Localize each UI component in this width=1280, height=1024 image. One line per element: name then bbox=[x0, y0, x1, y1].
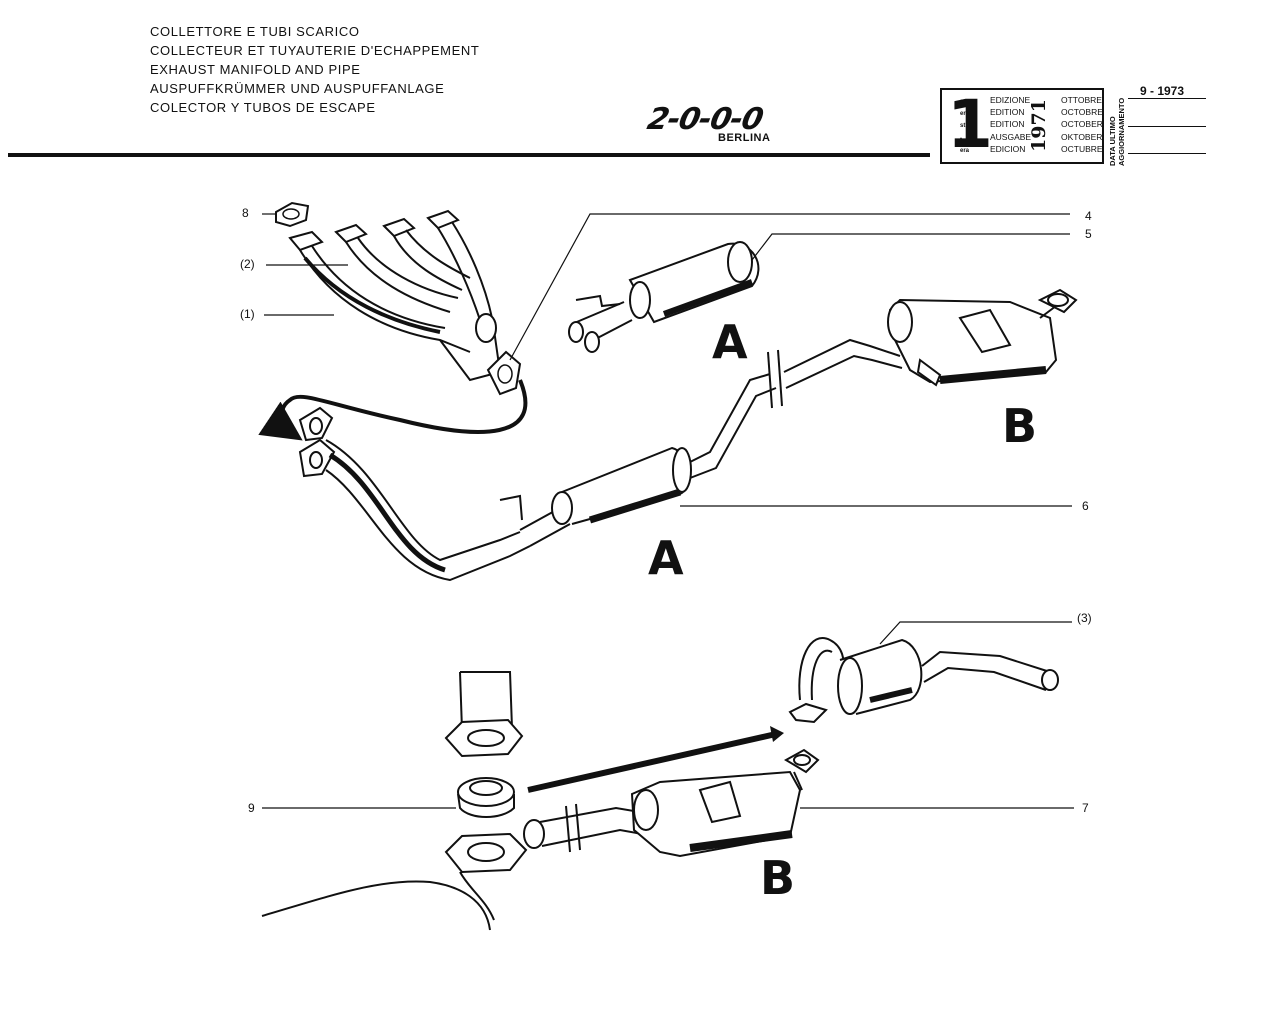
edition-label: AUSGABE bbox=[990, 131, 1032, 142]
intermediate-muffler-part-5 bbox=[568, 241, 760, 353]
callout-4: 4 bbox=[1085, 209, 1092, 223]
title-italian: COLLETTORE E TUBI SCARICO bbox=[150, 24, 360, 39]
alternative-arrow bbox=[527, 731, 777, 793]
edition-month: OCTOBER bbox=[1061, 119, 1103, 130]
title-german: AUSPUFFKRÜMMER UND AUSPUFFANLAGE bbox=[150, 81, 445, 96]
update-line bbox=[1128, 98, 1206, 99]
assembly-arrow bbox=[258, 379, 528, 441]
update-line bbox=[1128, 126, 1206, 127]
section-label-a-middle: A bbox=[648, 531, 684, 585]
leader-5 bbox=[751, 233, 1070, 261]
edition-month: OKTOBER bbox=[1061, 131, 1103, 142]
update-line bbox=[1128, 153, 1206, 154]
edition-months: OTTOBRE OCTOBRE OCTOBER OKTOBER OCTUBRE bbox=[1061, 94, 1103, 155]
edition-superscripts: a ere st - era bbox=[960, 96, 969, 157]
edition-labels: EDIZIONE EDITION EDITION AUSGABE EDICION bbox=[990, 94, 1031, 155]
edition-label: EDIZIONE bbox=[990, 95, 1031, 105]
tail-pipe-part-3 bbox=[788, 637, 1059, 724]
gasket-part-8 bbox=[275, 201, 310, 228]
callout-7: 7 bbox=[1082, 801, 1089, 815]
callout-8: 8 bbox=[242, 206, 249, 220]
update-date: 9 - 1973 bbox=[1140, 84, 1185, 98]
edition-month: OCTOBRE bbox=[1061, 107, 1103, 118]
edition-month: OTTOBRE bbox=[1061, 95, 1102, 105]
front-pipe-and-muffler-part bbox=[298, 338, 903, 582]
section-label-b-bottom: B bbox=[760, 851, 795, 905]
rear-muffler-part bbox=[887, 288, 1078, 387]
title-french: COLLECTEUR ET TUYAUTERIE D'ECHAPPEMENT bbox=[150, 43, 480, 58]
callout-1: (1) bbox=[240, 307, 255, 321]
edition-label: EDICION bbox=[990, 143, 1026, 154]
section-label-b-top: B bbox=[1002, 399, 1037, 453]
edition-sup: st bbox=[960, 123, 966, 130]
title-spanish: COLECTOR Y TUBOS DE ESCAPE bbox=[150, 100, 376, 115]
edition-number: 1 bbox=[947, 86, 993, 163]
rear-muffler-part-7 bbox=[523, 748, 820, 858]
callout-2: (2) bbox=[240, 257, 255, 271]
callout-5: 5 bbox=[1085, 227, 1092, 241]
edition-month: OCTUBRE bbox=[1061, 143, 1103, 154]
edition-sup: era bbox=[960, 147, 970, 154]
callout-3: (3) bbox=[1077, 611, 1092, 625]
model-subtitle: BERLINA bbox=[718, 132, 771, 144]
callout-6: 6 bbox=[1082, 499, 1089, 513]
rubber-mount-part-9 bbox=[261, 671, 528, 931]
edition-sup: ere bbox=[960, 111, 970, 118]
callout-9: 9 bbox=[248, 801, 255, 815]
edition-box: 1 a ere st - era EDIZIONE EDITION EDITIO… bbox=[940, 86, 1104, 164]
title-english: EXHAUST MANIFOLD AND PIPE bbox=[150, 62, 361, 77]
callout-leaders bbox=[262, 213, 1074, 809]
header-divider bbox=[8, 153, 930, 157]
edition-label: EDITION bbox=[990, 107, 1025, 118]
title-block: COLLETTORE E TUBI SCARICO COLLECTEUR ET … bbox=[150, 22, 479, 117]
edition-sup: - bbox=[960, 135, 962, 142]
section-label-a-top: A bbox=[712, 315, 748, 369]
edition-sup: a bbox=[960, 99, 964, 105]
edition-label: EDITION bbox=[990, 119, 1025, 130]
exhaust-manifold-part bbox=[288, 209, 502, 382]
gasket-part-4 bbox=[486, 350, 522, 396]
leader-3 bbox=[879, 621, 1072, 645]
leader-4 bbox=[509, 213, 1070, 361]
